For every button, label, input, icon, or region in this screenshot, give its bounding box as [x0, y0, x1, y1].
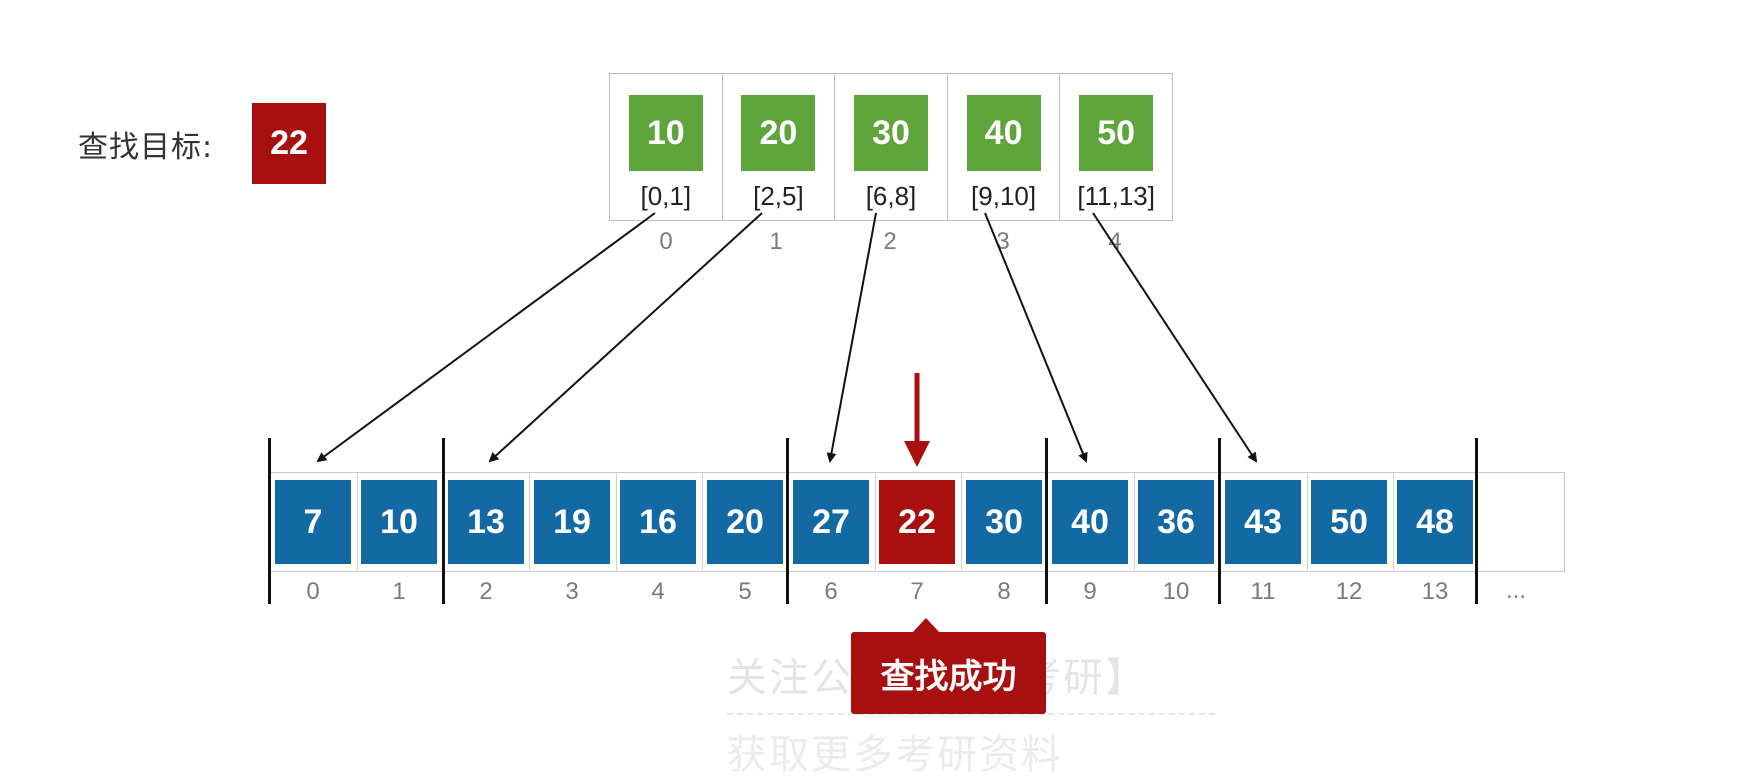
block-boundary — [1475, 438, 1478, 604]
array-cell: 30 — [966, 480, 1042, 564]
index-cell: 10 [0,1] — [610, 74, 723, 220]
array-index: 3 — [565, 578, 579, 605]
index-position: 1 — [769, 228, 783, 255]
array-index: 5 — [738, 578, 752, 605]
array-index: 12 — [1335, 578, 1363, 605]
cell-divider — [616, 473, 617, 572]
cell-divider — [1307, 473, 1308, 572]
array-ellipsis: ... — [1506, 577, 1527, 604]
block-pointer-3 — [984, 212, 1088, 463]
index-key: 10 — [628, 95, 703, 171]
cell-divider — [1134, 473, 1135, 572]
watermark-line2: 获取更多考研资料 — [727, 732, 1063, 778]
block-boundary — [268, 438, 271, 604]
index-cell: 20 [2,5] — [723, 74, 836, 220]
array-cell-found: 22 — [879, 480, 955, 564]
array-index: 4 — [651, 578, 665, 605]
pointer-arrows — [316, 212, 1258, 467]
array-index: 2 — [479, 578, 493, 605]
array-cell: 48 — [1397, 480, 1473, 564]
array-cell: 13 — [448, 480, 524, 564]
array-cell: 27 — [793, 480, 869, 564]
array-index: 13 — [1421, 578, 1449, 605]
cell-divider — [529, 473, 530, 572]
cell-divider — [961, 473, 962, 572]
index-key: 50 — [1079, 95, 1154, 171]
badge-pointer — [912, 618, 940, 633]
array-index: 9 — [1083, 578, 1097, 605]
index-range: [9,10] — [971, 181, 1037, 211]
array-cell: 50 — [1311, 480, 1387, 564]
block-pointer-0 — [316, 212, 656, 463]
index-position: 0 — [659, 228, 673, 255]
target-value: 22 — [252, 103, 326, 184]
index-cell: 30 [6,8] — [835, 74, 948, 220]
array-index: 7 — [910, 578, 924, 605]
array-cell: 7 — [275, 480, 351, 564]
array-cell: 36 — [1138, 480, 1214, 564]
search-success-badge: 查找成功 — [851, 632, 1046, 714]
index-range: [0,1] — [640, 181, 692, 211]
index-cell: 40 [9,10] — [948, 74, 1061, 220]
watermark-divider — [727, 713, 1215, 715]
array-cell: 16 — [620, 480, 696, 564]
cell-divider — [1393, 473, 1394, 572]
array-cell: 40 — [1052, 480, 1128, 564]
index-cell: 50 [11,13] — [1060, 74, 1172, 220]
index-range: [6,8] — [865, 181, 917, 211]
index-position: 2 — [883, 228, 897, 255]
index-key: 20 — [741, 95, 816, 171]
array-cell: 10 — [361, 480, 437, 564]
array-index: 6 — [824, 578, 838, 605]
array-cell: 43 — [1225, 480, 1301, 564]
cell-divider — [875, 473, 876, 572]
block-pointer-4 — [1092, 212, 1258, 463]
cell-divider — [357, 473, 358, 572]
array-index: 10 — [1162, 578, 1190, 605]
index-key: 40 — [966, 95, 1041, 171]
index-position: 4 — [1108, 228, 1122, 255]
index-table: 10 [0,1] 20 [2,5] 30 [6,8] 40 [9,10] 50 … — [609, 73, 1173, 221]
array-index: 0 — [306, 578, 320, 605]
array-index: 8 — [997, 578, 1011, 605]
block-boundary — [786, 438, 789, 604]
index-range: [11,13] — [1077, 181, 1155, 211]
array-index: 1 — [392, 578, 406, 605]
block-pointer-2 — [826, 212, 877, 463]
index-key: 30 — [853, 95, 928, 171]
array-index: 11 — [1250, 578, 1276, 605]
array-cell: 19 — [534, 480, 610, 564]
block-boundary — [442, 438, 445, 604]
target-label: 查找目标: — [78, 130, 214, 165]
cell-divider — [702, 473, 703, 572]
array-cell: 20 — [707, 480, 783, 564]
index-range: [2,5] — [753, 181, 804, 211]
block-boundary — [1045, 438, 1048, 604]
block-pointer-1 — [488, 212, 763, 463]
block-boundary — [1218, 438, 1221, 604]
